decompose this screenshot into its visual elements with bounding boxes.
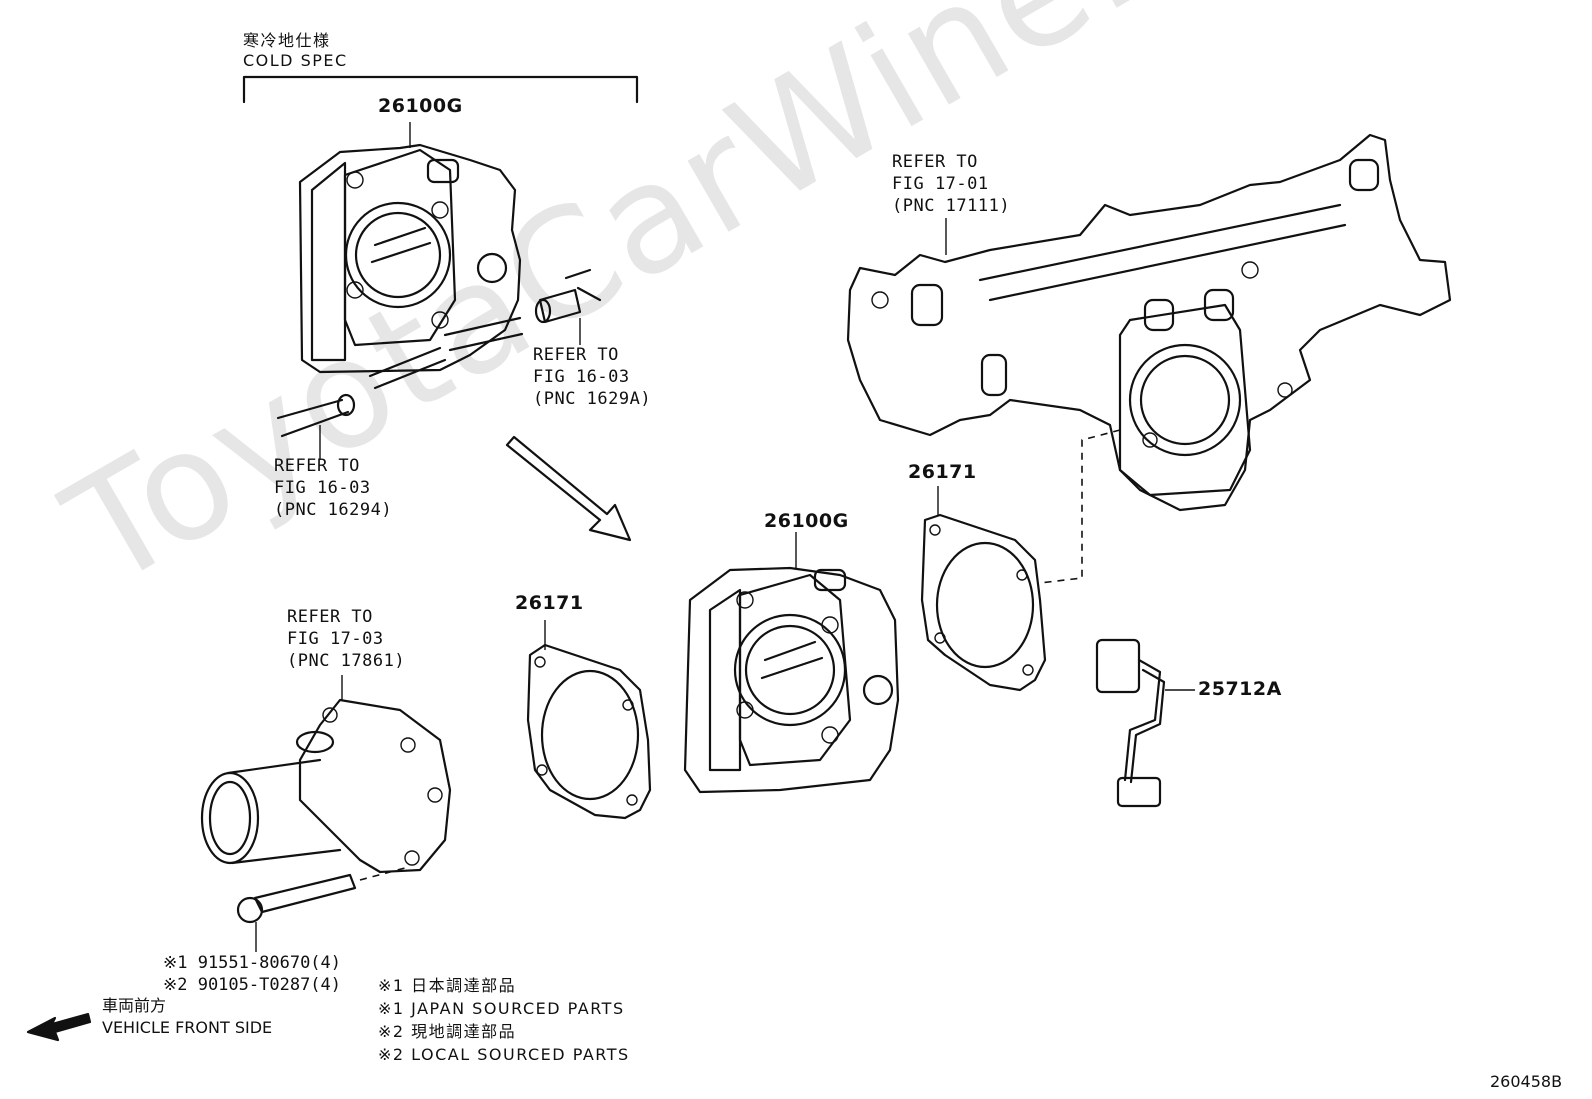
bolt-part-1: ※1 91551-80670(4) xyxy=(163,953,342,973)
throttle-body-drawing xyxy=(683,566,900,794)
part-throttle-body-cold: 26100G xyxy=(378,95,463,117)
legend-2-en: ※2 LOCAL SOURCED PARTS xyxy=(378,1045,630,1064)
part-throttle-body: 26100G xyxy=(764,510,849,532)
hose-left-stub xyxy=(276,398,350,438)
dashed-link xyxy=(1039,429,1121,584)
figure-id: 260458B xyxy=(1490,1072,1563,1091)
water-outlet-drawing xyxy=(200,698,452,874)
ref-hose-left-line1: REFER TO xyxy=(274,456,360,476)
ref-hose-right-line1: REFER TO xyxy=(533,345,619,365)
throttle-body-cold-drawing xyxy=(298,143,524,390)
ref-manifold-line1: REFER TO xyxy=(892,152,978,172)
intake-manifold-drawing xyxy=(846,133,1452,512)
part-gasket-right: 26171 xyxy=(908,461,977,483)
ref-water-outlet-line3: (PNC 17861) xyxy=(287,651,406,671)
ref-manifold-line3: (PNC 17111) xyxy=(892,196,1011,216)
legend-1-ja: ※1 日本調達部品 xyxy=(378,976,517,995)
front-arrow-icon xyxy=(26,1012,92,1042)
gasket-right-drawing xyxy=(920,513,1047,692)
gasket-left-drawing xyxy=(526,643,652,820)
part-gasket-left: 26171 xyxy=(515,592,584,614)
ref-manifold-line2: FIG 17-01 xyxy=(892,174,989,194)
cold-spec-en: COLD SPEC xyxy=(243,51,348,70)
legend-1-en: ※1 JAPAN SOURCED PARTS xyxy=(378,999,625,1018)
part-wire-harness: 25712A xyxy=(1198,678,1282,700)
ref-hose-right-line3: (PNC 1629A) xyxy=(533,389,652,409)
ref-hose-left-line3: (PNC 16294) xyxy=(274,500,393,520)
ref-hose-left-line2: FIG 16-03 xyxy=(274,478,371,498)
wire-harness-drawing xyxy=(1095,638,1166,808)
ref-water-outlet-line1: REFER TO xyxy=(287,607,373,627)
hose-right-stub xyxy=(538,288,582,324)
legend-2-ja: ※2 現地調達部品 xyxy=(378,1022,517,1041)
cold-spec-bracket xyxy=(242,75,639,104)
bolt-drawing xyxy=(236,867,406,924)
ref-water-outlet-line2: FIG 17-03 xyxy=(287,629,384,649)
front-label-en: VEHICLE FRONT SIDE xyxy=(102,1018,273,1037)
ref-hose-right-line2: FIG 16-03 xyxy=(533,367,630,387)
front-label-ja: 車両前方 xyxy=(102,996,167,1015)
cold-spec-ja: 寒冷地仕様 xyxy=(243,31,331,50)
bolt-part-2: ※2 90105-T0287(4) xyxy=(163,975,342,995)
arrow-direction xyxy=(505,435,632,542)
